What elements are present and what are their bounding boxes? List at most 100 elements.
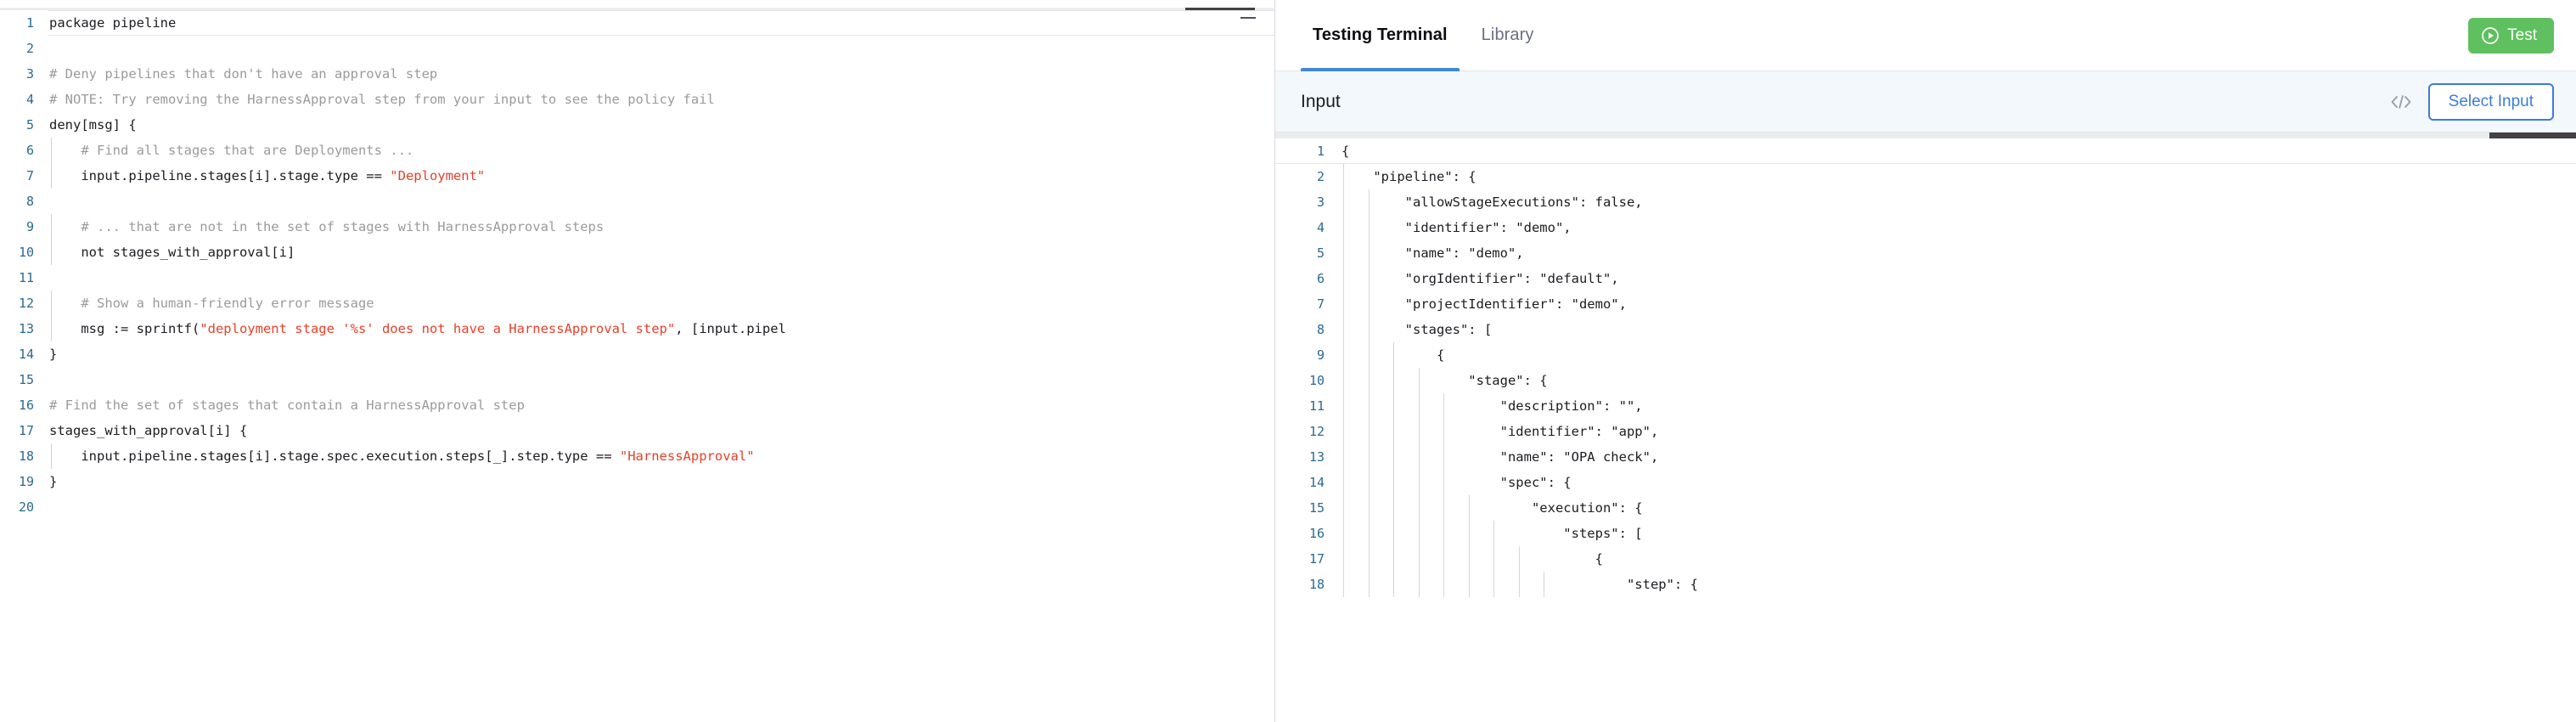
line-number: 5 — [25, 117, 34, 133]
code-token: package pipeline — [49, 15, 177, 31]
line-number: 10 — [18, 245, 34, 260]
code-token: , [input.pipel — [675, 321, 786, 336]
code-line[interactable]: 14} — [0, 341, 1274, 367]
tab-library-label: Library — [1481, 25, 1534, 44]
input-label: Input — [1301, 91, 1341, 111]
json-token: "identifier": "app", — [1341, 424, 1659, 439]
json-token: "allowStageExecutions": false, — [1341, 195, 1643, 210]
json-line-text: "spec": { — [1340, 470, 2576, 495]
json-line[interactable]: 2 "pipeline": { — [1275, 164, 2576, 189]
code-comment: # NOTE: Try removing the HarnessApproval… — [49, 92, 715, 107]
code-token: msg := sprintf( — [49, 321, 200, 336]
code-line-text: # ... that are not in the set of stages … — [48, 214, 1274, 240]
json-line[interactable]: 11 "description": "", — [1275, 393, 2576, 419]
code-line[interactable]: 10 not stages_with_approval[i] — [0, 240, 1274, 265]
json-line[interactable]: 3 "allowStageExecutions": false, — [1275, 189, 2576, 215]
code-line[interactable]: 4 # NOTE: Try removing the HarnessApprova… — [0, 87, 1274, 112]
code-token: stages_with_approval[i] { — [49, 423, 248, 438]
json-line[interactable]: 16 "steps": [ — [1275, 521, 2576, 546]
indent-guide — [51, 240, 52, 265]
code-line-text: input.pipeline.stages[i].stage.spec.exec… — [48, 443, 1274, 469]
json-horizontal-scrollbar-track[interactable] — [1275, 133, 2576, 138]
code-line[interactable]: 11 — [0, 265, 1274, 290]
play-circle-icon — [2481, 26, 2500, 45]
code-line[interactable]: 13 msg := sprintf("deployment stage '%s'… — [0, 316, 1274, 341]
line-number: 7 — [25, 168, 34, 183]
tab-library[interactable]: Library — [1470, 0, 1546, 71]
code-string: "HarnessApproval" — [619, 448, 755, 464]
code-line-text: # Find all stages that are Deployments .… — [48, 138, 1274, 163]
code-line-text: input.pipeline.stages[i].stage.type == "… — [48, 163, 1274, 189]
json-line-number: 12 — [1308, 424, 1325, 439]
code-line[interactable]: 5 deny[msg] { — [0, 112, 1274, 138]
code-line[interactable]: 18 input.pipeline.stages[i].stage.spec.e… — [0, 443, 1274, 469]
json-line-number: 10 — [1308, 373, 1325, 388]
code-line-text: # NOTE: Try removing the HarnessApproval… — [48, 87, 1274, 112]
json-token: { — [1341, 551, 1603, 567]
code-line[interactable]: 7 input.pipeline.stages[i].stage.type ==… — [0, 163, 1274, 189]
json-line-number: 6 — [1316, 271, 1325, 286]
json-line[interactable]: 12 "identifier": "app", — [1275, 419, 2576, 444]
code-line[interactable]: 17 stages_with_approval[i] { — [0, 418, 1274, 443]
line-number: 17 — [18, 423, 34, 438]
json-token: "identifier": "demo", — [1341, 220, 1572, 235]
json-line-number: 7 — [1316, 296, 1325, 312]
json-line[interactable]: 9 { — [1275, 342, 2576, 368]
code-token: input.pipeline.stages[i].stage.spec.exec… — [49, 448, 620, 464]
tab-testing-terminal[interactable]: Testing Terminal — [1301, 0, 1460, 71]
json-line[interactable]: 7 "projectIdentifier": "demo", — [1275, 291, 2576, 317]
code-line[interactable]: 15 — [0, 367, 1274, 392]
code-line[interactable]: 16# Find the set of stages that contain … — [0, 392, 1274, 418]
json-line-text: "pipeline": { — [1340, 164, 2576, 189]
json-line[interactable]: 5 "name": "demo", — [1275, 240, 2576, 266]
code-token: deny[msg] { — [49, 117, 137, 133]
test-button[interactable]: Test — [2468, 17, 2554, 54]
code-comment: # Find the set of stages that contain a … — [49, 398, 525, 413]
select-input-button[interactable]: Select Input — [2427, 82, 2554, 121]
code-line[interactable]: 12 # Show a human-friendly error message — [0, 290, 1274, 316]
code-comment: # Deny pipelines that don't have an appr… — [49, 66, 438, 82]
code-token: not stages_with_approval[i] — [49, 245, 295, 260]
json-line[interactable]: 1{ — [1275, 138, 2576, 164]
json-line[interactable]: 13 "name": "OPA check", — [1275, 444, 2576, 470]
code-string: "deployment stage '%s' does not have a H… — [200, 321, 676, 336]
json-line-number: 5 — [1316, 245, 1325, 261]
json-line-number: 9 — [1316, 347, 1325, 363]
json-line[interactable]: 8 "stages": [ — [1275, 317, 2576, 342]
json-line-text: "identifier": "app", — [1340, 419, 2576, 444]
json-line[interactable]: 17 { — [1275, 546, 2576, 572]
json-line-number: 14 — [1308, 475, 1325, 490]
code-line-text: package pipeline — [48, 10, 1274, 36]
code-line[interactable]: 3# Deny pipelines that don't have an app… — [0, 61, 1274, 87]
json-line-text: "execution": { — [1340, 495, 2576, 521]
json-line-text: "allowStageExecutions": false, — [1340, 189, 2576, 215]
code-line[interactable]: 20 — [0, 494, 1274, 520]
code-line[interactable]: 8 — [0, 189, 1274, 214]
json-horizontal-scrollbar-thumb[interactable] — [2489, 133, 2576, 138]
json-line-number: 2 — [1316, 169, 1325, 184]
code-line[interactable]: 6 # Find all stages that are Deployments… — [0, 138, 1274, 163]
json-token: { — [1341, 143, 1350, 159]
input-json-content[interactable]: 1{2 "pipeline": {3 "allowStageExecutions… — [1275, 133, 2576, 597]
code-token: input.pipeline.stages[i].stage.type == — [49, 168, 391, 183]
json-line[interactable]: 6 "orgIdentifier": "default", — [1275, 266, 2576, 291]
json-line[interactable]: 15 "execution": { — [1275, 495, 2576, 521]
code-line[interactable]: 19} — [0, 469, 1274, 494]
active-line-border-bottom — [48, 35, 1274, 36]
line-number: 12 — [18, 296, 34, 311]
code-line[interactable]: 2 — [0, 36, 1274, 61]
json-line[interactable]: 18 "step": { — [1275, 572, 2576, 597]
line-number: 4 — [25, 92, 34, 107]
code-line[interactable]: 9 # ... that are not in the set of stage… — [0, 214, 1274, 240]
minimize-icon[interactable] — [1240, 12, 1256, 24]
json-line[interactable]: 14 "spec": { — [1275, 470, 2576, 495]
code-line-text: not stages_with_approval[i] — [48, 240, 1274, 265]
json-line[interactable]: 10 "stage": { — [1275, 368, 2576, 393]
json-line[interactable]: 4 "identifier": "demo", — [1275, 215, 2576, 240]
code-brackets-icon[interactable] — [2384, 85, 2418, 119]
json-line-text: "identifier": "demo", — [1340, 215, 2576, 240]
line-number: 11 — [18, 270, 34, 285]
